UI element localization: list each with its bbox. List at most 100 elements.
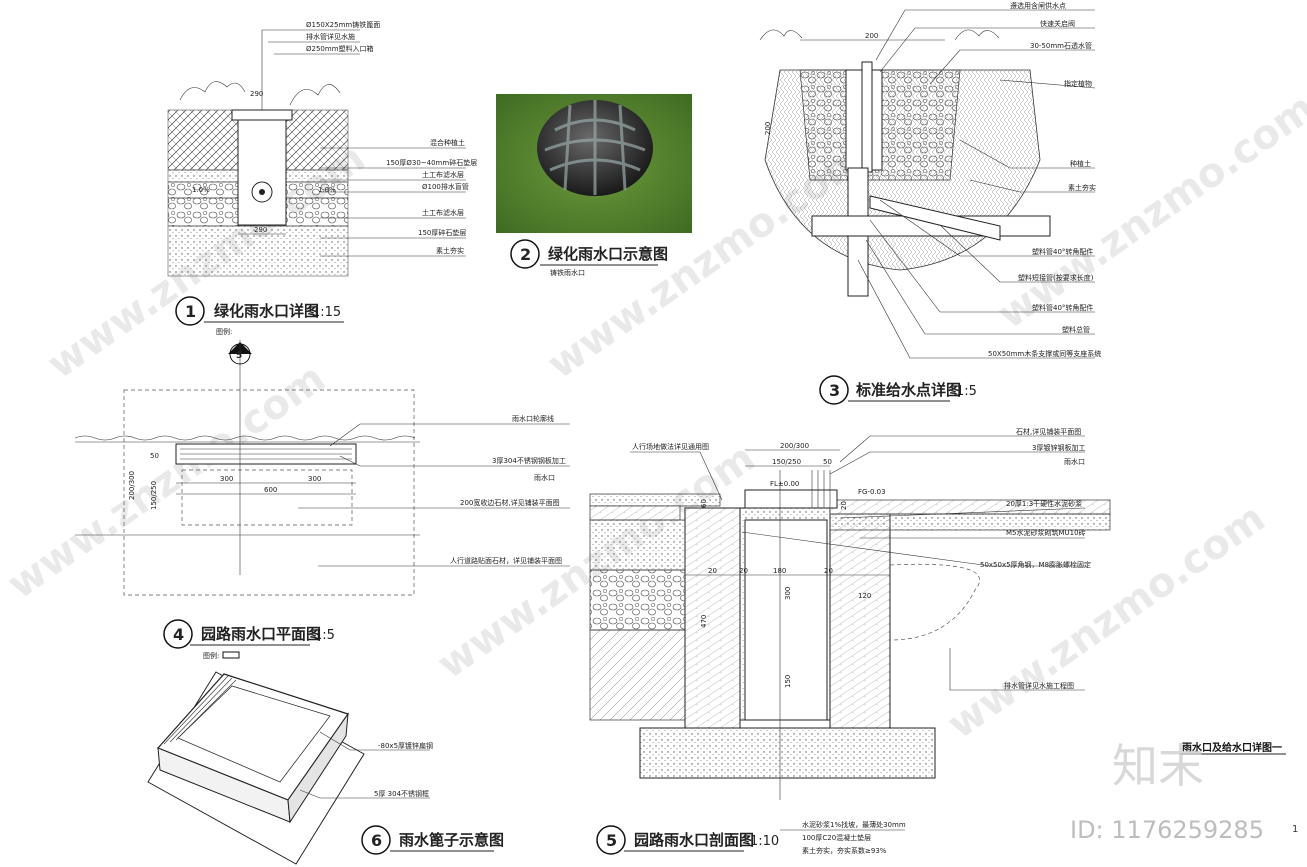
dim-text: 150/250 xyxy=(150,481,158,510)
detail-5-labels: 人行场地做法详见通用图 石材,详见铺装平面图 3厚镀锌钢板加工 雨水口 20厚1… xyxy=(630,427,1091,855)
label: 雨水口 xyxy=(534,473,555,482)
brand-watermark: 知末 xyxy=(1112,739,1204,793)
dim-text: 180 xyxy=(773,567,786,575)
dim-text: 20 xyxy=(708,567,717,575)
detail-number: 6 xyxy=(371,831,382,850)
detail-subtitle: 铸铁雨水口 xyxy=(550,268,585,277)
detail-scale: 1:10 xyxy=(750,834,779,849)
label: 指定植物 xyxy=(1064,79,1092,88)
dim-text: FL±0.00 xyxy=(770,480,799,488)
label: 混合种植土 xyxy=(430,138,465,147)
dim-text: 200/300 xyxy=(128,471,136,500)
dim-text: 1.0% xyxy=(318,186,336,194)
sheet-title: 雨水口及给水口详图一 xyxy=(1182,741,1282,754)
page-number: 1 xyxy=(1292,824,1298,835)
watermark-text: www.znzmo.com xyxy=(0,355,334,608)
label: 素土夯实 xyxy=(436,246,464,255)
dim-text: 50 xyxy=(823,458,832,466)
dim-text: 290 xyxy=(254,226,267,234)
dim-text: 300 xyxy=(308,475,321,483)
label: 水泥砂浆1%找坡，最薄处30mm xyxy=(802,820,906,829)
detail-6-isometric: -80x5厚镀锌扁钢 5厚 304不锈钢框 6 雨水篦子示意图 xyxy=(147,671,504,865)
label: -80x5厚镀锌扁钢 xyxy=(378,741,433,750)
watermark-text: www.znzmo.com xyxy=(989,85,1307,338)
label: 雨水口 xyxy=(1064,457,1085,466)
detail-title: 标准给水点详图 xyxy=(855,381,961,399)
label: 素土夯实，夯实系数≥93% xyxy=(802,846,887,855)
dim-text: 120 xyxy=(858,592,871,600)
detail-3-labels: 遵选用含闸供水点 快速关启阀 30-50mm石透水管 指定植物 种植土 素土夯实… xyxy=(857,1,1101,359)
dim-text: 150/250 xyxy=(772,458,801,466)
detail-2-photo: 2 绿化雨水口示意图 铸铁雨水口 xyxy=(496,94,692,277)
label: 排水管详见水施 xyxy=(306,32,355,41)
detail-title: 绿化雨水口详图 xyxy=(214,302,319,320)
detail-title: 园路雨水口平面图 xyxy=(201,625,321,643)
label: 塑料管40°转角配件 xyxy=(1032,303,1093,312)
label: 人行场地做法详见通用图 xyxy=(632,442,709,451)
sheet-footer: 雨水口及给水口详图一 知末 ID: 1176259285 1 xyxy=(1070,739,1298,844)
dim-text: 20 xyxy=(739,567,748,575)
detail-5-section: 200/300 150/250 50 60 FL±0.00 FG-0.03 20… xyxy=(589,427,1111,855)
detail-number: 1 xyxy=(185,302,196,321)
label: 50x50x5厚角钢，M8膨胀螺栓固定 xyxy=(980,560,1091,569)
detail-4-plan: 5 50 300 600 300 200/300 150/250 雨水口轮廓线 … xyxy=(74,340,570,660)
label: 种植土 xyxy=(1070,159,1091,168)
label: 150厚Ø30~40mm碎石垫层 xyxy=(386,158,477,167)
label: Ø100排水盲管 xyxy=(422,182,469,191)
legend-label: 图例: xyxy=(216,327,232,336)
id-label: ID: 1176259285 xyxy=(1070,816,1264,844)
dim-text: 60 xyxy=(700,499,708,508)
label: 50X50mm木条支撑或同等支座系统 xyxy=(988,349,1101,358)
detail-number: 2 xyxy=(520,245,531,264)
detail-scale: 1:5 xyxy=(314,628,335,643)
label: 雨水口轮廓线 xyxy=(512,414,554,423)
label: M5水泥砂浆砌筑MU10砖 xyxy=(1006,528,1086,537)
dim-text: 600 xyxy=(264,486,277,494)
detail-title: 雨水篦子示意图 xyxy=(399,831,504,849)
dim-text: 20 xyxy=(824,567,833,575)
dim-text: 1.0% xyxy=(192,186,210,194)
dim-text: FG-0.03 xyxy=(858,488,886,496)
detail-3-section: 200 200 遵选用含闸供水点 快速关启阀 30-50mm石透水管 指定植物 … xyxy=(759,1,1101,405)
detail-number: 3 xyxy=(829,381,840,400)
label: Ø150X25mm铸铁篦面 xyxy=(306,20,380,29)
detail-title: 绿化雨水口示意图 xyxy=(548,245,668,263)
label: 塑料总管 xyxy=(1062,325,1090,334)
dim-text: 50 xyxy=(150,452,159,460)
label: 塑料管40°转角配件 xyxy=(1032,247,1093,256)
label: 土工布滤水层 xyxy=(422,170,464,179)
label: 100厚C20混凝土垫层 xyxy=(802,833,871,842)
label: 土工布滤水层 xyxy=(422,208,464,217)
detail-number: 4 xyxy=(173,625,184,644)
watermark-text: www.znzmo.com xyxy=(939,495,1273,748)
detail-scale: 1:5 xyxy=(956,384,977,399)
label: 塑料短接管(按要求长度) xyxy=(1018,273,1094,282)
dim-text: 300 xyxy=(220,475,233,483)
section-marker: 5 xyxy=(236,351,242,361)
dim-text: 20 xyxy=(840,501,848,510)
detail-number: 5 xyxy=(606,831,617,850)
detail-6-labels: -80x5厚镀锌扁钢 5厚 304不锈钢框 xyxy=(299,731,433,799)
label: 3厚304不锈钢钢板加工 xyxy=(492,456,566,465)
label: 20厚1:3干硬性水泥砂浆 xyxy=(1006,499,1082,508)
dim-text: 200/300 xyxy=(780,442,809,450)
detail-4-labels: 雨水口轮廓线 3厚304不锈钢钢板加工 雨水口 200宽收边石材,详见铺装平面图… xyxy=(298,414,570,567)
dim-text: 300 xyxy=(784,587,792,600)
legend-label: 图例: xyxy=(203,651,219,660)
detail-scale: 1:15 xyxy=(312,305,341,320)
dim-text: 290 xyxy=(250,90,263,98)
label: 素土夯实 xyxy=(1068,183,1096,192)
detail-number-badge xyxy=(175,296,205,326)
dim-text: 200 xyxy=(865,32,878,40)
label: 200宽收边石材,详见铺装平面图 xyxy=(460,498,560,507)
label: Ø250mm塑料入口箱 xyxy=(306,44,374,53)
label: 人行道路贴面石材，详见铺装平面图 xyxy=(450,556,562,565)
detail-1-section: 290 290 1.0% 1.0% Ø150X25mm铸铁篦面 排水管详见水施 … xyxy=(167,20,477,336)
detail-1-labels: Ø150X25mm铸铁篦面 排水管详见水施 Ø250mm塑料入口箱 混合种植土 … xyxy=(262,20,477,257)
label: 遵选用含闸供水点 xyxy=(1010,1,1066,10)
label: 5厚 304不锈钢框 xyxy=(374,789,429,798)
dim-text: 150 xyxy=(784,675,792,688)
detail-title: 园路雨水口剖面图 xyxy=(634,831,754,849)
label: 石材,详见铺装平面图 xyxy=(1016,427,1081,436)
